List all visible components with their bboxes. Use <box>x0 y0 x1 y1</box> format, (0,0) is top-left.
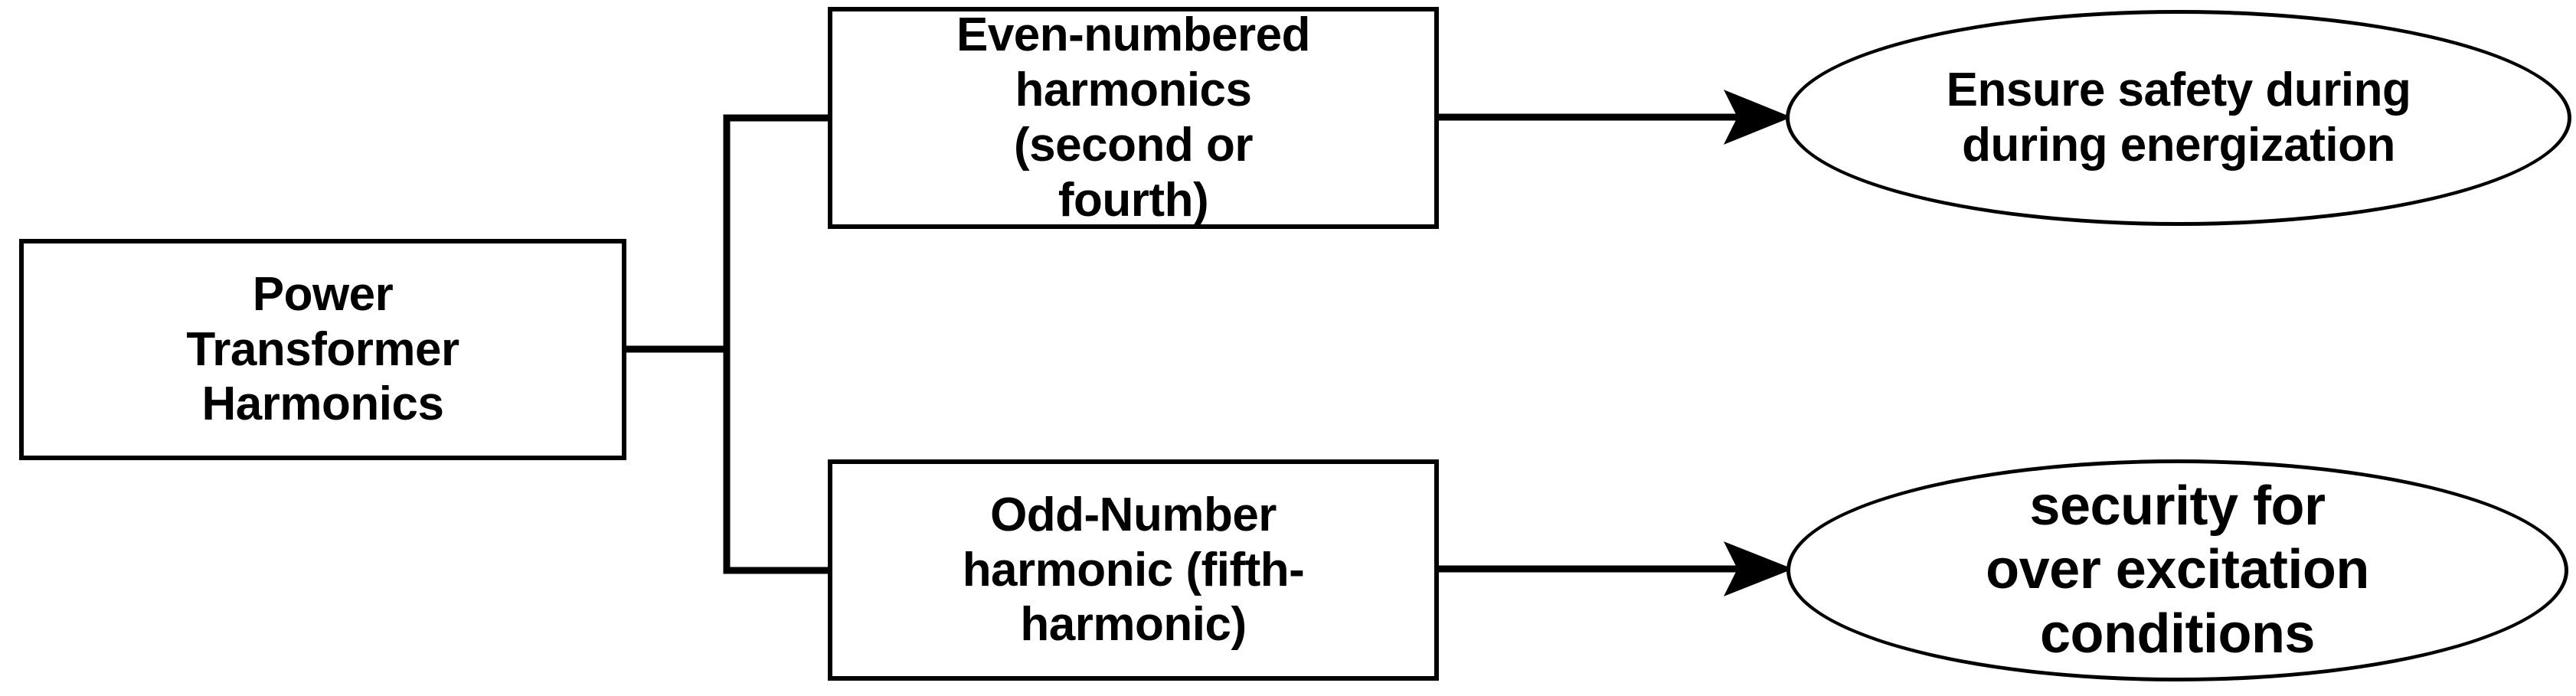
node-odd-line-3: harmonic) <box>1020 598 1247 652</box>
node-odd-label: Odd-Number harmonic (fifth- harmonic) <box>832 488 1434 653</box>
node-even-line-3: (second or <box>1014 119 1253 172</box>
node-root-line-2: Transformer <box>186 322 459 376</box>
node-security-for-over-excitation-conditions[interactable]: security for over excitation conditions <box>1787 459 2568 681</box>
node-even-line-4: fourth) <box>1058 173 1209 227</box>
node-security-line-2: over excitation <box>1986 539 2369 601</box>
node-power-transformer-harmonics[interactable]: Power Transformer Harmonics <box>19 239 626 460</box>
node-security-line-3: conditions <box>2040 603 2315 665</box>
node-security-line-1: security for <box>2029 475 2326 537</box>
edge-odd-to-security-arrowhead <box>1723 541 1793 596</box>
node-odd-line-2: harmonic (fifth- <box>962 543 1305 596</box>
node-odd-line-1: Odd-Number <box>990 488 1277 541</box>
node-root-label: Power Transformer Harmonics <box>24 267 622 433</box>
edge-even-to-ensure-arrowhead <box>1723 90 1792 145</box>
node-even-line-1: Even-numbered <box>956 8 1311 62</box>
node-ensure-label: Ensure safety during during energization <box>1790 63 2568 173</box>
edge-root-to-even <box>626 114 828 353</box>
node-ensure-safety-during-energization[interactable]: Ensure safety during during energization <box>1786 10 2571 226</box>
node-even-line-2: harmonics <box>1015 64 1252 117</box>
node-ensure-line-2: during energization <box>1962 119 2395 172</box>
node-root-line-3: Harmonics <box>201 377 444 431</box>
edge-root-to-odd <box>723 349 828 574</box>
node-even-numbered-harmonics[interactable]: Even-numbered harmonics (second or fourt… <box>828 7 1439 229</box>
node-ensure-line-1: Ensure safety during <box>1946 64 2411 117</box>
node-security-label: security for over excitation conditions <box>1790 475 2565 667</box>
node-odd-number-harmonic[interactable]: Odd-Number harmonic (fifth- harmonic) <box>828 459 1439 681</box>
node-root-line-1: Power <box>252 267 394 321</box>
node-even-label: Even-numbered harmonics (second or fourt… <box>832 8 1434 228</box>
